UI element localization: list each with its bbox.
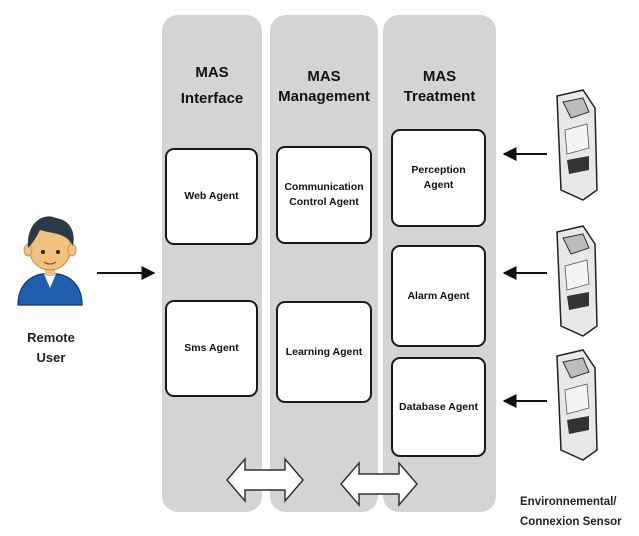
title-line: MAS (422, 68, 457, 85)
communication-control-agent-box: Communication Control Agent (276, 146, 372, 244)
sensor-device-icon (556, 349, 598, 461)
title-line: MAS (195, 64, 229, 81)
title-line: Interface (180, 90, 244, 107)
communication-agent-label: Control Agent (289, 196, 359, 208)
web-agent-label: Web Agent (184, 190, 239, 202)
sensor-device-icon (556, 225, 598, 337)
web-agent-box: Web Agent (165, 148, 258, 245)
sensor-device-icon (556, 89, 598, 201)
sensor-line: Connexion Sensor (520, 516, 622, 528)
column-title-management: MAS Management (270, 67, 378, 107)
remote-user-line: Remote (27, 330, 75, 345)
remote-user-label: Remote User (18, 328, 84, 368)
double-arrow-interface-management (226, 456, 304, 504)
sensor-label: Environnemental/ Connexion Sensor (520, 492, 639, 532)
column-title-treatment: MAS Treatment (383, 67, 496, 107)
communication-agent-label: Communication (284, 181, 364, 193)
remote-user-icon (17, 216, 83, 306)
perception-agent-label: Agent (423, 179, 454, 191)
database-agent-label: Database Agent (399, 400, 478, 413)
double-arrow-management-treatment (340, 460, 418, 508)
perception-agent-box: Perception Agent (391, 129, 486, 227)
database-agent-box: Database Agent (391, 357, 486, 457)
title-line: Management (278, 88, 370, 105)
column-mas-interface: MAS Interface (162, 15, 262, 512)
alarm-agent-label: Alarm Agent (407, 289, 470, 302)
remote-user-line: User (36, 350, 66, 365)
alarm-agent-box: Alarm Agent (391, 245, 486, 347)
title-line: Treatment (403, 88, 476, 105)
sensor-line: Environnemental/ (520, 496, 617, 508)
sms-agent-label: Sms Agent (184, 342, 239, 354)
learning-agent-label: Learning Agent (285, 345, 363, 358)
column-title-interface: MAS Interface (162, 63, 262, 109)
perception-agent-label: Perception (411, 164, 466, 176)
column-mas-management: MAS Management (270, 15, 378, 512)
learning-agent-box: Learning Agent (276, 301, 372, 403)
title-line: MAS (307, 68, 341, 85)
sms-agent-box: Sms Agent (165, 300, 258, 397)
